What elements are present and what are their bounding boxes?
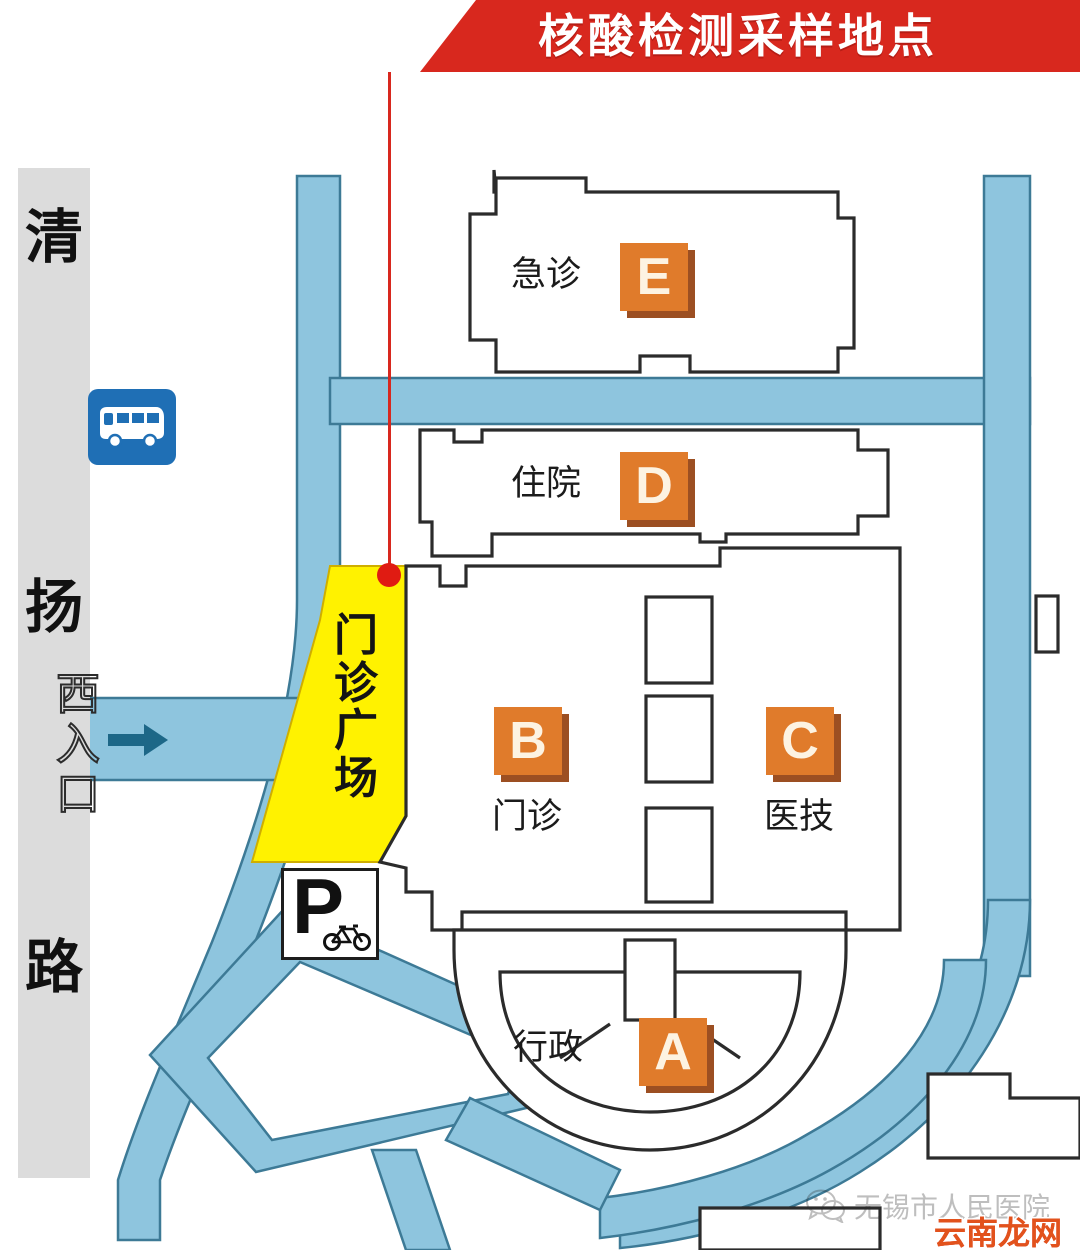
road-south-stub xyxy=(370,1148,452,1250)
building-outline-east-mark xyxy=(1034,594,1060,654)
courtyard-block-1 xyxy=(644,595,714,685)
admin-rib-left xyxy=(559,1022,611,1060)
building-badge-A[interactable]: A xyxy=(639,1018,707,1086)
building-outline-southeast xyxy=(926,1072,1080,1160)
plaza-char-1: 门 xyxy=(334,610,378,661)
bicycle-icon xyxy=(323,924,371,951)
bus-icon xyxy=(100,407,164,449)
arrow-right-icon xyxy=(108,724,168,756)
west-entrance-char-3: 口 xyxy=(55,769,101,820)
building-badge-E[interactable]: E xyxy=(620,243,688,311)
building-label-inpatient: 住院 xyxy=(511,464,582,504)
road-southwest-connector xyxy=(444,1096,622,1212)
building-outline-main-complex xyxy=(377,546,902,932)
bicycle-parking-sign[interactable]: P xyxy=(281,862,379,960)
plaza-label: 门 诊 广 场 xyxy=(328,612,384,802)
plaza-char-3: 广 xyxy=(334,705,378,757)
road-mid-horizontal xyxy=(328,376,1032,426)
west-entrance-label: 西 入 口 xyxy=(50,669,106,820)
west-entrance-char-1: 西 xyxy=(55,669,101,720)
road-name-char-2: 扬 xyxy=(24,573,83,641)
parking-letter: P xyxy=(292,862,345,950)
road-name-char-3: 路 xyxy=(24,933,83,1001)
road-east-vertical xyxy=(982,174,1032,978)
banner: 核酸检测采样地点 xyxy=(420,0,1080,72)
building-label-outpatient: 门诊 xyxy=(492,797,563,837)
building-outline-south xyxy=(698,1206,882,1250)
building-badge-C[interactable]: C xyxy=(766,707,834,775)
plaza-char-2: 诊 xyxy=(334,657,378,709)
pointer-line xyxy=(388,72,391,574)
site-watermark: 云南龙网 xyxy=(934,1214,1063,1250)
banner-background xyxy=(420,0,1080,72)
building-label-administration: 行政 xyxy=(513,1028,584,1068)
wechat-watermark: 无锡市人民医院 xyxy=(806,1186,1074,1226)
banner-title: 核酸检测采样地点 xyxy=(538,9,938,63)
building-badge-D[interactable]: D xyxy=(620,452,688,520)
road-name-char-1: 清 xyxy=(24,203,83,271)
sampling-site-marker[interactable] xyxy=(377,563,401,587)
west-entrance-char-2: 入 xyxy=(55,719,101,770)
wechat-watermark-text: 无锡市人民医院 xyxy=(854,1191,1051,1224)
courtyard-block-3 xyxy=(644,806,714,904)
road-strip-qingyang xyxy=(18,168,90,1178)
building-label-medical-tech: 医技 xyxy=(764,797,835,837)
wechat-icon xyxy=(806,1189,845,1223)
courtyard-block-2 xyxy=(644,694,714,784)
road-south-inner xyxy=(598,958,988,1240)
plaza-char-4: 场 xyxy=(334,752,378,804)
building-label-emergency: 急诊 xyxy=(511,255,582,295)
admin-center-slot xyxy=(623,938,677,1022)
bus-stop-sign[interactable] xyxy=(88,389,176,465)
site-watermark-stroke: 云南龙网 xyxy=(932,1213,1063,1250)
building-badge-B[interactable]: B xyxy=(494,707,562,775)
